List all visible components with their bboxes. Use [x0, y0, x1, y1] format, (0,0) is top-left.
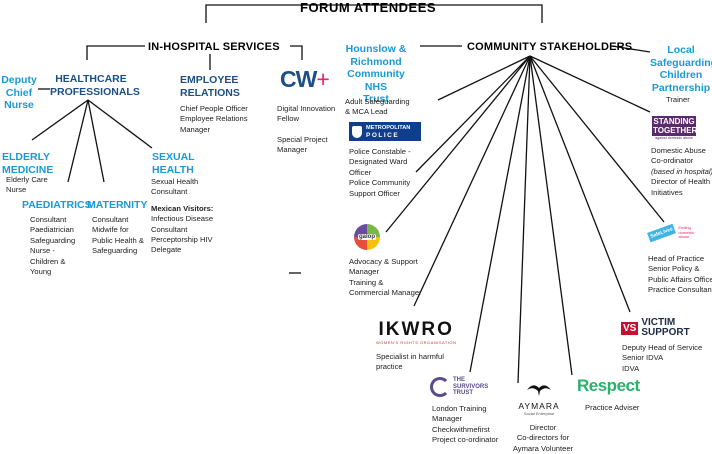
ikwro-logo: IKWRO WOMEN'S RIGHTS ORGANISATION: [376, 319, 457, 346]
police-crest-icon: [352, 125, 362, 138]
plus-icon: +: [316, 66, 329, 92]
condor-icon: [527, 385, 551, 396]
respect-logo: Respect: [577, 376, 640, 395]
in-hospital-heading: IN-HOSPITAL SERVICES: [148, 41, 280, 53]
forum-title: FORUM ATTENDEES: [300, 0, 437, 15]
hounslow-richmond-attendees: Adult Safeguarding& MCA Lead: [345, 97, 410, 117]
community-heading: COMMUNITY STAKEHOLDERS: [467, 41, 633, 53]
local-safeguarding-attendees: Trainer: [666, 95, 690, 104]
respect-attendees: Practice Adviser: [585, 403, 640, 412]
survivors-swirl-icon: [430, 377, 450, 397]
paediatrics-title: PAEDIATRICS: [22, 199, 92, 211]
maternity-title: MATERNITY: [87, 199, 148, 211]
galop-logo: galop: [354, 224, 380, 250]
cw-plus-logo: CW+: [280, 66, 330, 92]
aymara-logo: AYMARA Social Enterprise: [516, 381, 562, 416]
